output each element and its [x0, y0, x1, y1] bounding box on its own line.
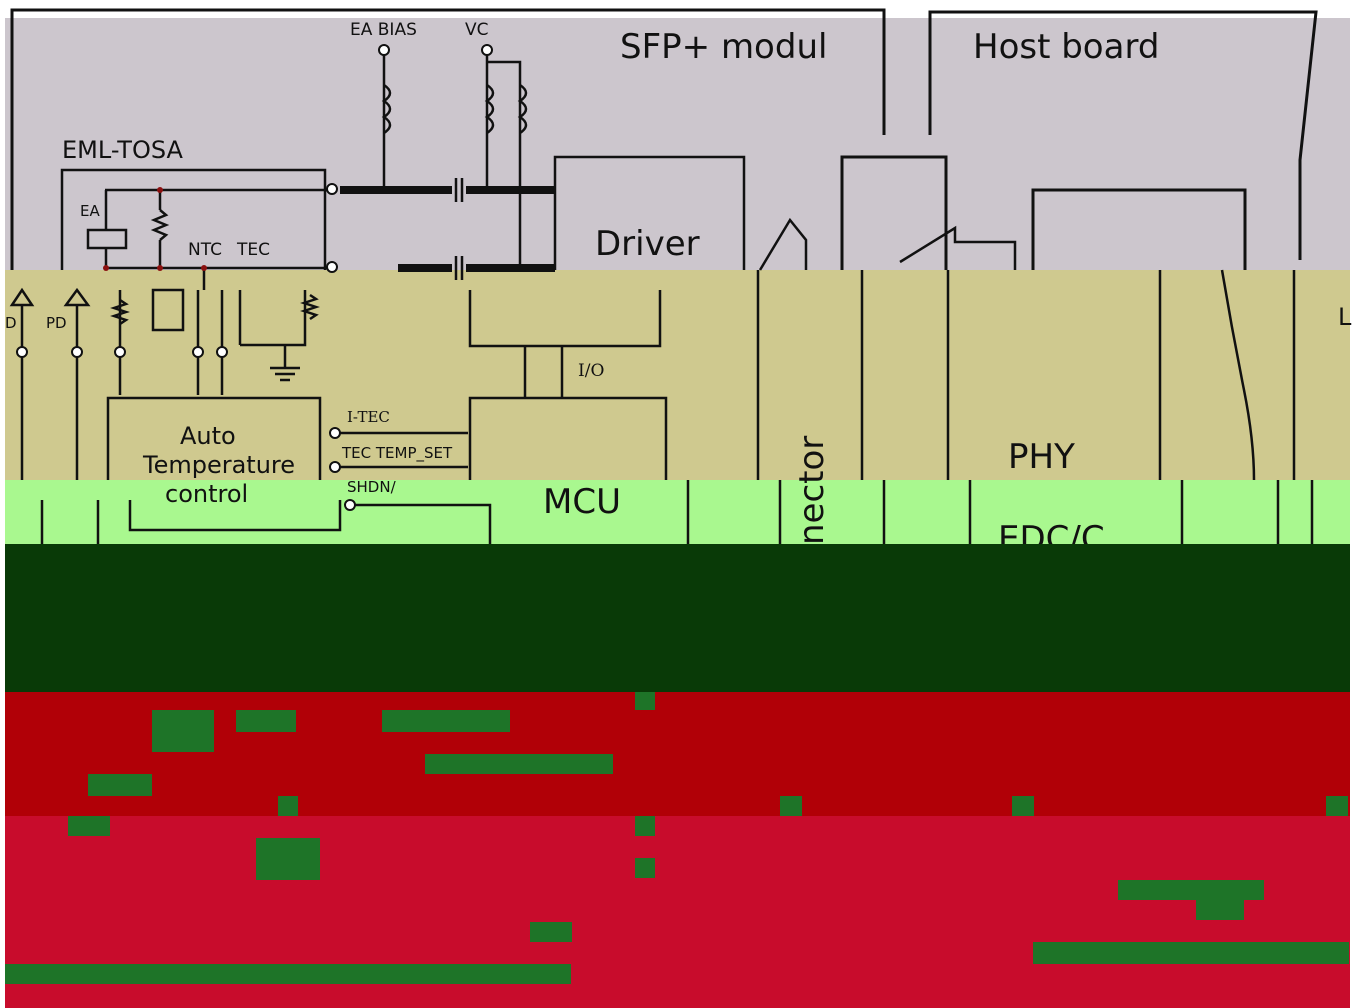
host-board-outline — [928, 10, 1318, 260]
mcu-label: MCU — [543, 482, 621, 522]
band-light-green — [5, 480, 1350, 544]
shdn-label: SHDN/ — [347, 478, 396, 496]
sfp-module-title: SFP+ modul — [620, 27, 828, 67]
tec-temp-set-label: TEC TEMP_SET — [342, 444, 453, 462]
band-red-dark — [5, 692, 1350, 816]
tec-label: TEC — [237, 240, 270, 260]
sfp-module-outline — [10, 8, 886, 270]
band-khaki — [5, 270, 1350, 480]
phy-label: PHY — [1008, 437, 1075, 477]
auto-temp-line3: control — [165, 480, 249, 508]
pd-label: PD — [46, 314, 67, 332]
edc-label: EDC/C — [998, 522, 1105, 544]
band-dark-green — [5, 544, 1350, 692]
auto-temp-box — [106, 396, 322, 480]
connector-outline — [840, 155, 948, 270]
driver-box — [553, 155, 746, 270]
auto-temp-line1: Auto — [180, 422, 236, 450]
ntc-label: NTC — [188, 240, 222, 260]
eml-tosa-label: EML-TOSA — [62, 136, 183, 164]
io-label: I/O — [578, 361, 605, 381]
auto-temp-line2: Temperature — [143, 451, 296, 479]
connector-label: nector — [792, 435, 832, 545]
host-board-title: Host board — [973, 27, 1160, 67]
ea-label: EA — [80, 202, 100, 220]
phy-box-top — [1031, 188, 1247, 270]
driver-label: Driver — [595, 224, 700, 264]
pd-left-label: D — [5, 314, 17, 332]
band-lavender — [5, 18, 1350, 270]
ea-bias-label: EA BIAS — [350, 20, 417, 40]
vcc-label: VC — [465, 20, 489, 40]
right-edge-label: L — [1338, 303, 1352, 331]
eml-tosa-box — [60, 168, 327, 270]
i-tec-label: I-TEC — [347, 408, 390, 426]
mcu-box — [468, 396, 668, 480]
layout-blocks — [5, 692, 1349, 984]
